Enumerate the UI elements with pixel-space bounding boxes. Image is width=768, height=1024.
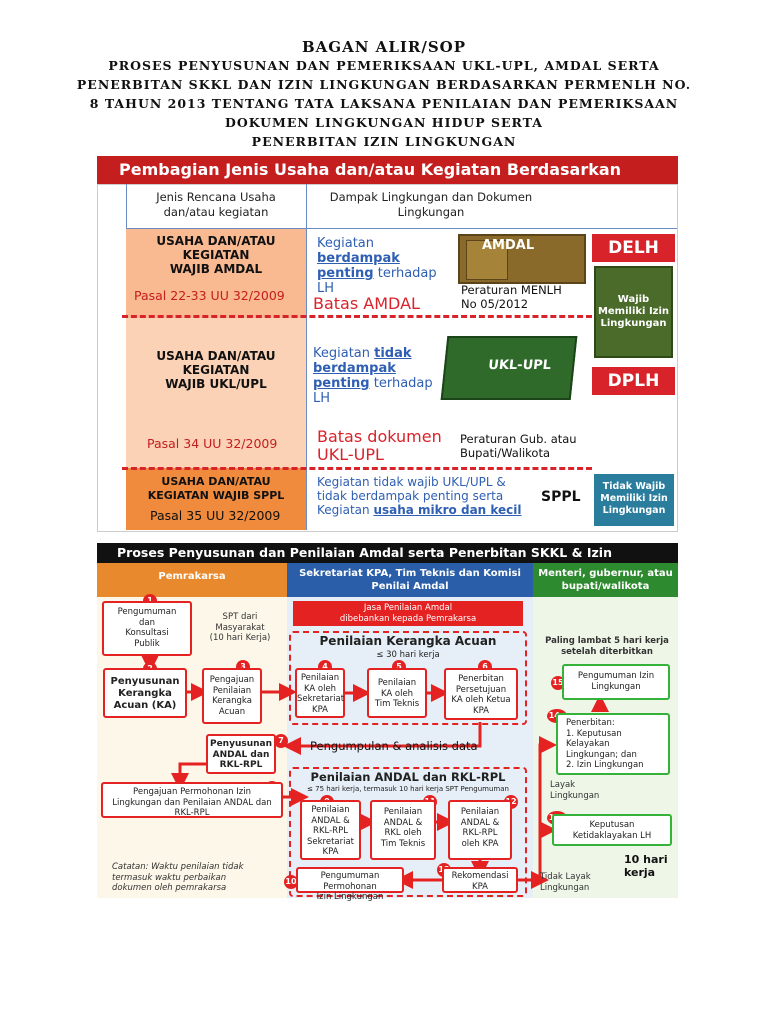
penilaian-andal-title: Penilaian ANDAL dan RKL-RPL — [291, 770, 525, 784]
step-7-badge: 7 — [274, 734, 288, 748]
pengumpulan-label: Pengumpulan & analisis data — [310, 739, 478, 753]
penilaian-ka-title: Penilaian Kerangka Acuan — [291, 634, 525, 648]
penilaian-ka-duration: ≤ 30 hari kerja — [291, 650, 525, 660]
penilaian-andal-duration: ≤ 75 hari kerja, termasuk 10 hari kerja … — [291, 785, 525, 793]
step-14a-penerbitan: Penerbitan: 1. Keputusan Kelayakan Lingk… — [556, 713, 670, 775]
